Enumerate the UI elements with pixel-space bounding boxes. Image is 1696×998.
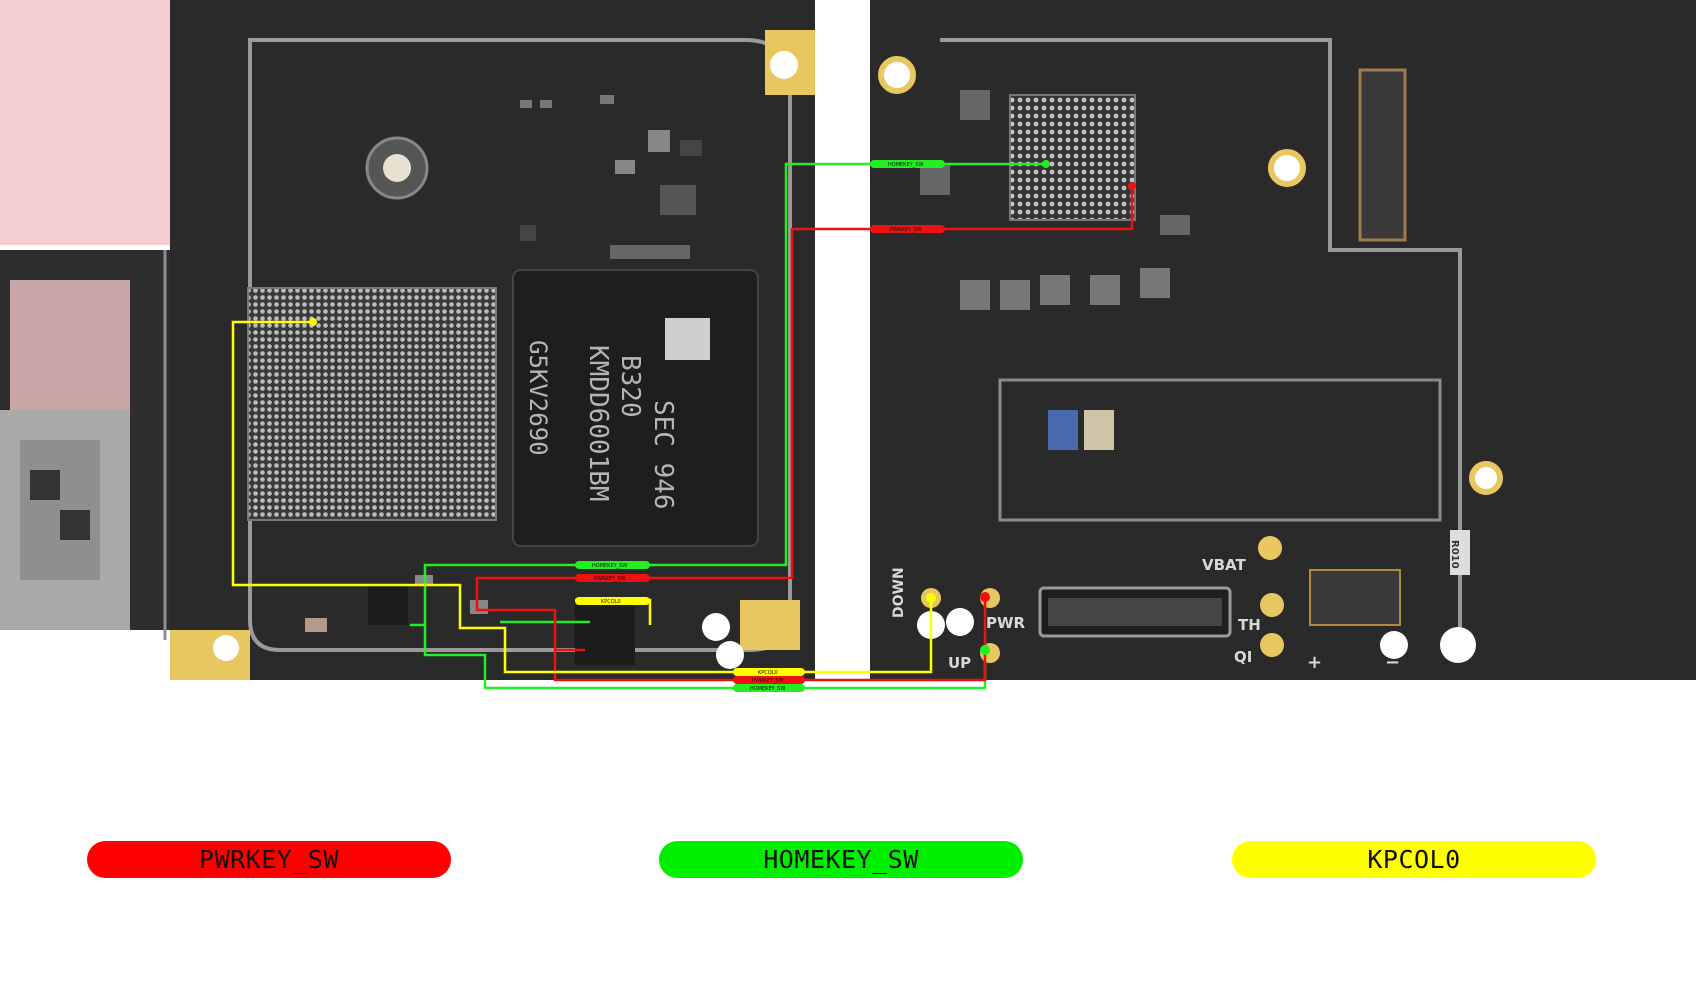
homekey-trace (423, 162, 1046, 690)
legend-kpcol-label: KPCOL0 (1367, 845, 1461, 874)
net-tag-pwrkey-bottom: PWRKEY_SW (752, 678, 784, 684)
legend-homekey: HOMEKEY_SW (659, 841, 1023, 878)
label-qi: QI (1234, 648, 1252, 666)
net-tag-kpcol-bottom: KPCOL0 (758, 670, 778, 676)
label-th: TH (1238, 616, 1261, 634)
net-tags: HOMEKEY_SW PWRKEY_SW HOMEKEY_SW PWRKEY_S… (575, 160, 945, 692)
right-board: VBAT TH QI + − PWR UP DOWN R010 (870, 0, 1696, 680)
legend-homekey-label: HOMEKEY_SW (763, 845, 919, 874)
label-up: UP (948, 654, 971, 672)
net-tag-kpcol-left: KPCOL0 (601, 599, 621, 605)
label-pwr: PWR (986, 614, 1026, 632)
left-board (0, 250, 170, 630)
middle-board: SEC 946 B320 KMDD6001BM G5KV2690 (163, 0, 815, 680)
legend-pwrkey-label: PWRKEY_SW (199, 845, 339, 874)
chip-marking-line3: KMDD6001BM (583, 345, 613, 502)
net-tag-homekey-top: HOMEKEY_SW (888, 162, 923, 168)
net-tag-homekey-left: HOMEKEY_SW (592, 563, 627, 569)
legend-kpcol: KPCOL0 (1232, 841, 1596, 878)
chip-marking-line1: SEC 946 (648, 400, 678, 510)
test-points (309, 160, 1136, 655)
net-tag-homekey-bottom: HOMEKEY_SW (750, 686, 785, 692)
label-vbat: VBAT (1202, 556, 1246, 574)
chip-marking-line4: G5KV2690 (524, 340, 552, 456)
label-down: DOWN (891, 567, 907, 618)
label-r010: R010 (1449, 540, 1460, 569)
label-plus: + (1307, 652, 1322, 673)
label-minus: − (1385, 652, 1400, 673)
legend-pwrkey: PWRKEY_SW (87, 841, 451, 878)
chip-marking-line2: B320 (615, 355, 645, 418)
net-tag-pwrkey-left: PWRKEY_SW (594, 576, 626, 582)
net-tag-pwrkey-top: PWRKEY_SW (890, 227, 922, 233)
